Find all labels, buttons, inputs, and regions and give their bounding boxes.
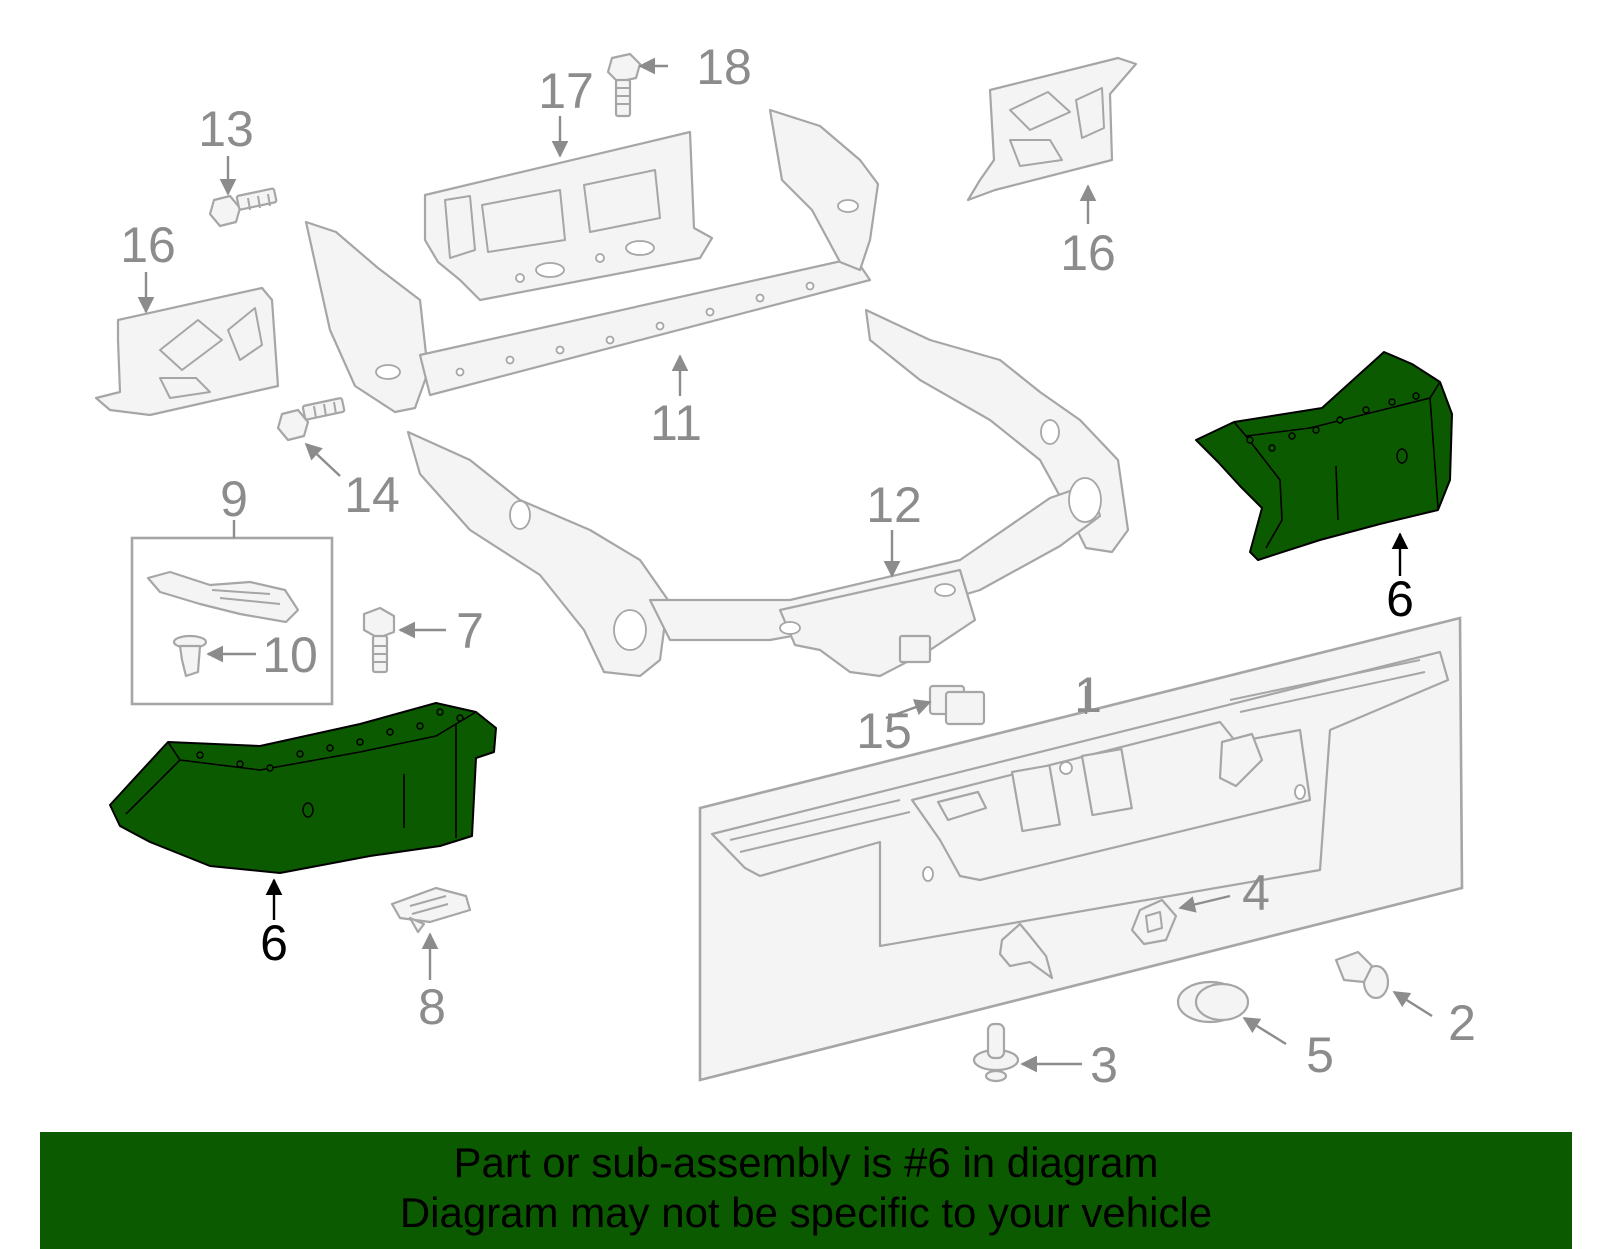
callout-labels: 1 2 3 4 5 6 6 7 8 9 10 11 12 13 14 15 16… <box>120 39 1476 1093</box>
banner-line-2: Diagram may not be specific to your vehi… <box>399 1189 1213 1236</box>
part-11-cross-member <box>304 108 880 414</box>
callout-18: 18 <box>696 39 752 95</box>
callout-6-left: 6 <box>260 915 288 971</box>
part-16-right-bracket <box>966 56 1138 202</box>
part-12-hitch-frame <box>406 308 1130 678</box>
part-6-right-bumper-end <box>1195 351 1453 561</box>
part-2-push-clip <box>1334 950 1390 1000</box>
callout-16-left: 16 <box>120 217 176 273</box>
part-5-cap <box>1176 980 1250 1024</box>
callout-9: 9 <box>220 471 248 527</box>
part-16-left-bracket <box>94 286 280 417</box>
callout-10: 10 <box>262 627 318 683</box>
callout-1: 1 <box>1074 667 1102 723</box>
callout-4: 4 <box>1242 865 1270 921</box>
part-3-rivet <box>972 1022 1020 1083</box>
part-7-bolt <box>362 606 396 674</box>
callout-8: 8 <box>418 979 446 1035</box>
part-8-bracket <box>390 886 472 934</box>
part-4-clip <box>1130 898 1178 946</box>
part-bracket-small <box>998 922 1054 980</box>
callout-16-right: 16 <box>1060 225 1116 281</box>
part-14-bolt <box>276 397 346 442</box>
callout-7: 7 <box>456 603 484 659</box>
callout-15: 15 <box>856 703 912 759</box>
banner-line-1: Part or sub-assembly is #6 in diagram <box>453 1139 1159 1186</box>
part-17-center-bracket <box>423 130 714 302</box>
part-18-bolt <box>606 52 642 118</box>
callout-3: 3 <box>1090 1037 1118 1093</box>
callout-14: 14 <box>344 467 400 523</box>
part-6-left-bumper-end <box>109 702 497 874</box>
callout-11: 11 <box>650 395 702 451</box>
callout-13: 13 <box>198 101 254 157</box>
parts-diagram: 1 2 3 4 5 6 6 7 8 9 10 11 12 13 14 15 16… <box>94 39 1476 1093</box>
part-13-bolt <box>208 187 278 228</box>
callout-5: 5 <box>1306 1027 1334 1083</box>
callout-6-right: 6 <box>1386 571 1414 627</box>
callout-2: 2 <box>1448 995 1476 1051</box>
info-banner: Part or sub-assembly is #6 in diagram Di… <box>40 1132 1572 1249</box>
part-1-step-bumper <box>698 616 1464 1082</box>
leader-lines <box>137 57 1433 1073</box>
callout-12: 12 <box>866 477 922 533</box>
part-9-kit-box <box>130 536 334 706</box>
callout-17: 17 <box>538 63 594 119</box>
part-15-hitch-plug <box>928 684 986 726</box>
